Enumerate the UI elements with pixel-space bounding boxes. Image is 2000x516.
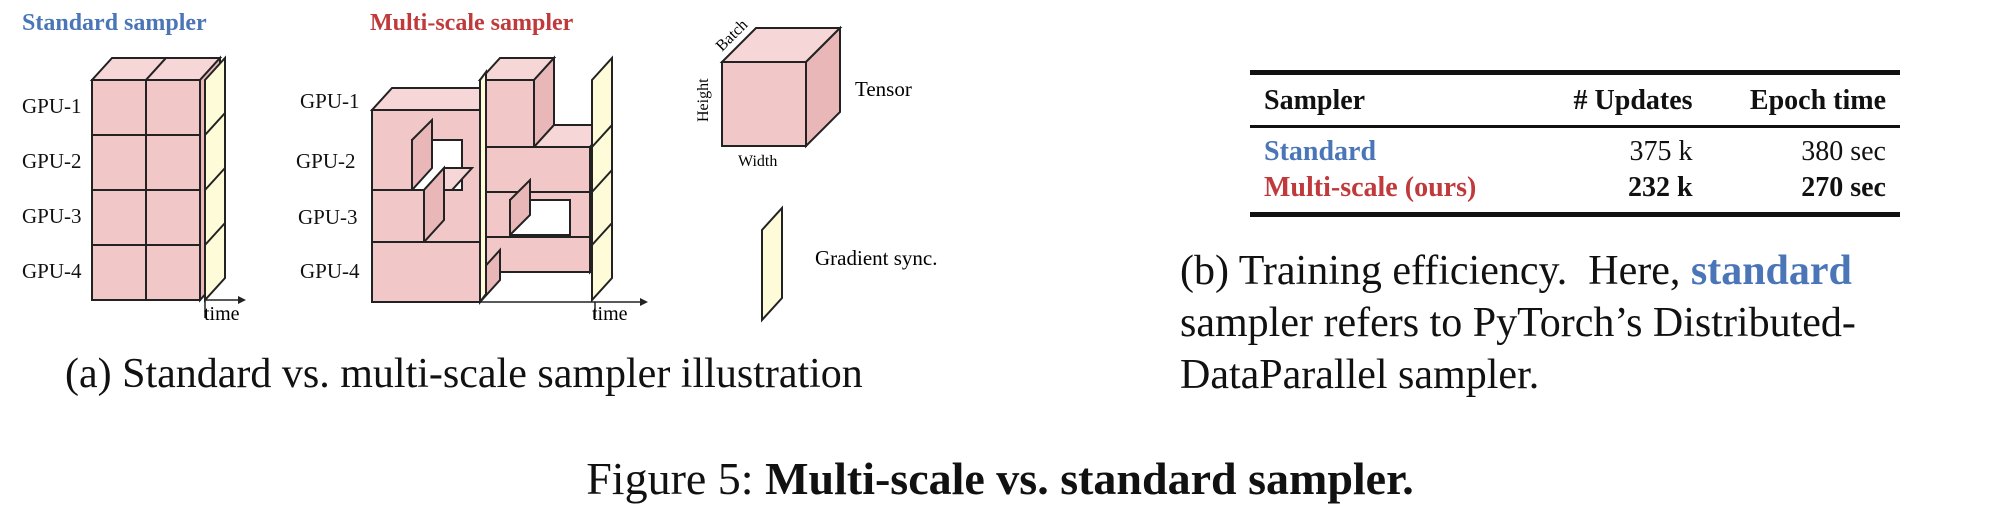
standard-gpu-label: GPU-3: [22, 204, 82, 228]
epoch-time-cell: 270 sec: [1801, 172, 1886, 203]
standard-gpu-label: GPU-4: [22, 259, 82, 283]
gradient-sync-legend-label: Gradient sync.: [815, 246, 937, 270]
epoch-time-cell: 380 sec: [1801, 136, 1886, 167]
training-efficiency-table: Sampler # Updates Epoch time Standard 37…: [1250, 70, 1900, 217]
panel-a-illustration: Standard sampler Multi-scale sampler GPU…: [22, 10, 937, 325]
table-row: Multi-scale (ours) 232 k 270 sec: [1250, 170, 1900, 215]
multiscale-gpu-label: GPU-1: [300, 89, 360, 113]
height-axis-label: Height: [695, 78, 712, 122]
tensor-legend-cube: [719, 25, 843, 149]
column-header: # Updates: [1573, 85, 1693, 116]
standard-sampler-title: Standard sampler: [22, 10, 207, 36]
panel-b-caption-highlight: standard: [1690, 248, 1852, 294]
width-axis-label: Width: [738, 153, 777, 170]
standard-sampler-diagram: [89, 55, 246, 318]
sampler-name-multiscale: Multi-scale (ours): [1264, 172, 1477, 203]
table-row: Standard 375 k 380 sec: [1250, 127, 1900, 171]
column-header: Epoch time: [1749, 85, 1886, 116]
multiscale-gpu-label: GPU-4: [300, 259, 360, 283]
tensor-legend-label: Tensor: [855, 77, 912, 101]
figure-caption-title: Multi-scale vs. standard sampler.: [765, 453, 1414, 504]
standard-time-label: time: [204, 303, 240, 325]
sampler-name-standard: Standard: [1264, 136, 1377, 167]
panel-a-caption: (a) Standard vs. multi-scale sampler ill…: [65, 351, 863, 397]
multiscale-sampler-title: Multi-scale sampler: [370, 10, 574, 36]
panel-b-caption: (b) Training efficiency. Here, standard …: [1180, 245, 1980, 401]
column-header: Sampler: [1264, 85, 1366, 116]
multiscale-gpu-label: GPU-2: [296, 149, 356, 173]
multiscale-time-label: time: [592, 303, 628, 325]
table-header-row: Sampler # Updates Epoch time: [1250, 72, 1900, 127]
standard-gpu-label: GPU-2: [22, 149, 82, 173]
updates-cell: 375 k: [1629, 136, 1693, 167]
updates-cell: 232 k: [1627, 172, 1693, 203]
figure-caption: Figure 5: Multi-scale vs. standard sampl…: [0, 452, 2000, 505]
multiscale-sampler-diagram: [369, 55, 648, 318]
panel-b-caption-suffix: sampler refers to PyTorch’s Distributed-…: [1180, 300, 1856, 398]
standard-gpu-label: GPU-1: [22, 94, 82, 118]
multiscale-gpu-label: GPU-3: [298, 205, 358, 229]
figure-caption-prefix: Figure 5:: [586, 453, 766, 504]
gradient-sync-legend-plate: [761, 205, 783, 323]
panel-b-caption-prefix: (b) Training efficiency. Here,: [1180, 248, 1691, 294]
